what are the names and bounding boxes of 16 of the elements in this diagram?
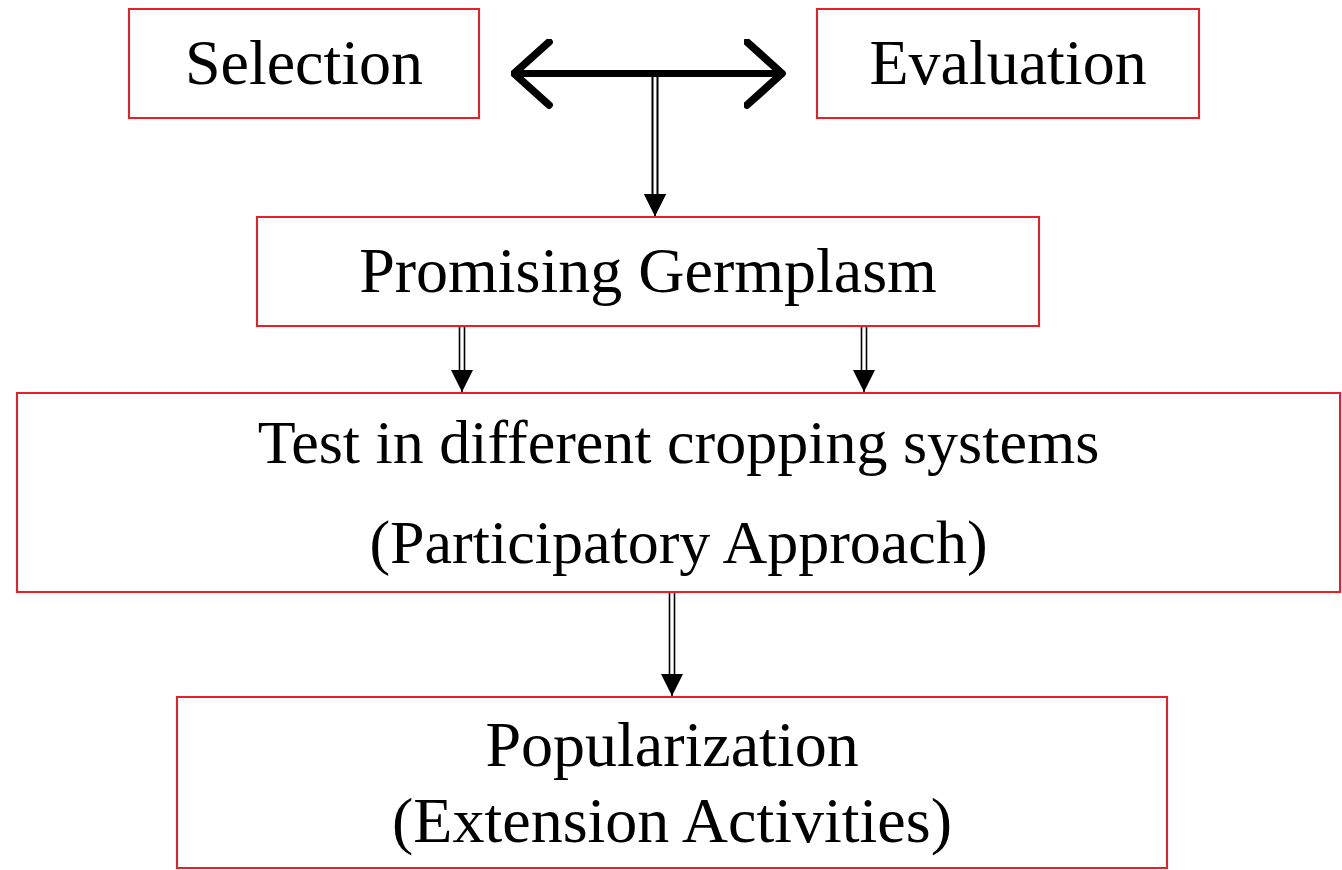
- process-box: [176, 696, 1168, 869]
- node-label: (Extension Activities): [392, 783, 952, 858]
- node-label: Selection: [184, 28, 424, 99]
- arrow: [661, 592, 683, 697]
- process-box: [256, 216, 1040, 327]
- process-box: [128, 8, 480, 119]
- arrow: [510, 38, 786, 109]
- node-label: (Participatory Approach): [369, 506, 988, 578]
- node-label: Evaluation: [869, 28, 1147, 99]
- process-box: [816, 8, 1200, 119]
- node-label: Promising Germplasm: [359, 236, 937, 307]
- arrow: [853, 326, 875, 393]
- node-label: Popularization: [485, 708, 859, 782]
- node-label: Test in different cropping systems: [257, 407, 1100, 479]
- arrow: [451, 326, 473, 393]
- process-box: [16, 392, 1341, 593]
